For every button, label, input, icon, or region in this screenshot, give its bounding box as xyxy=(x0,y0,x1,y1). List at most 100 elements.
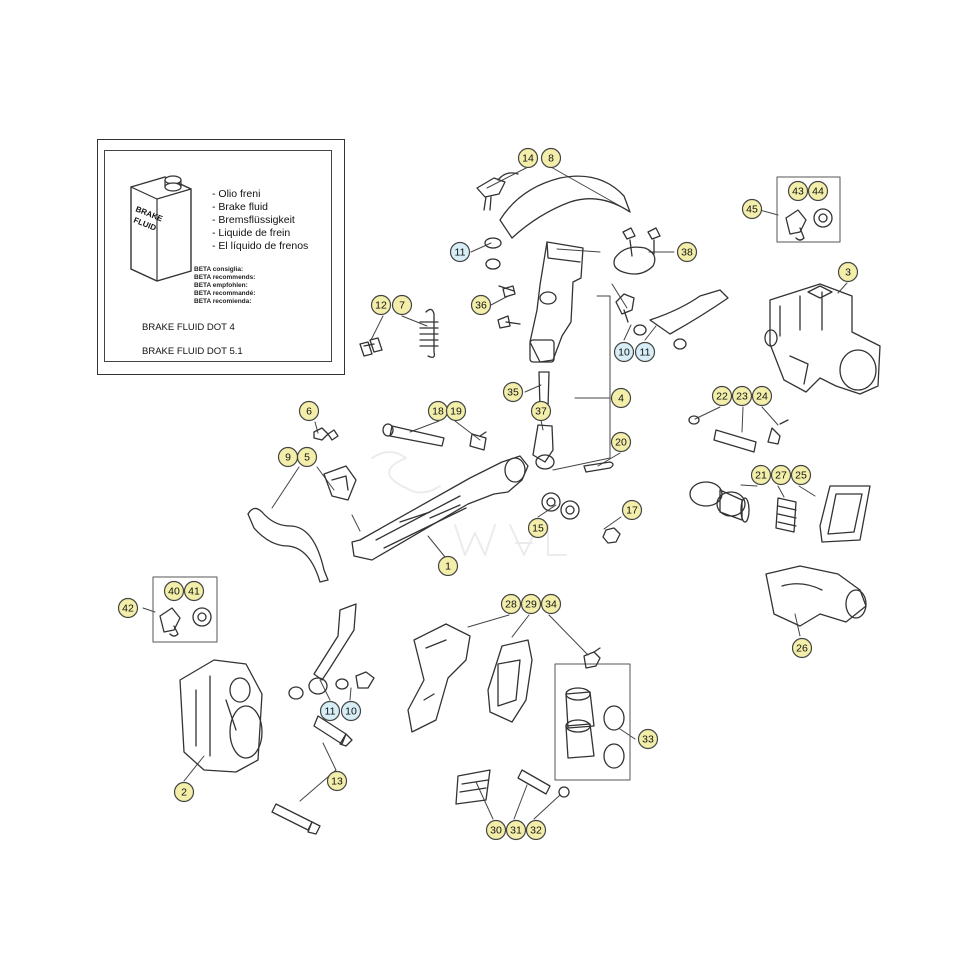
legend-name-en: - Brake fluid xyxy=(212,201,269,213)
callout-number: 42 xyxy=(122,603,134,615)
callout-21: 21 xyxy=(750,464,772,486)
callout-circle xyxy=(505,819,527,841)
callout-circle xyxy=(637,728,659,750)
callout-circle xyxy=(634,341,656,363)
callout-11: 11 xyxy=(634,341,656,363)
callout-37: 37 xyxy=(530,400,552,422)
callout-number: 10 xyxy=(345,706,357,718)
callout-number: 6 xyxy=(306,406,312,418)
callout-number: 12 xyxy=(375,300,387,312)
front-pad-spring xyxy=(407,623,471,733)
callout-number: 19 xyxy=(450,406,462,418)
callout-28: 28 xyxy=(500,593,522,615)
callout-8: 8 xyxy=(540,147,562,169)
legend-name-es: - El líquido de frenos xyxy=(212,240,309,252)
callout-number: 26 xyxy=(796,643,808,655)
spring-clip xyxy=(359,337,383,357)
callout-circle xyxy=(787,180,809,202)
callout-42: 42 xyxy=(117,597,139,619)
callout-number: 41 xyxy=(188,586,200,598)
callout-25: 25 xyxy=(790,464,812,486)
legend-recommend-en: BETA recommends: xyxy=(194,274,256,281)
legend-name-de: - Bremsflüssigkeit xyxy=(212,214,295,226)
callout-3: 3 xyxy=(837,261,859,283)
callout-circle xyxy=(711,385,733,407)
callout-circle xyxy=(527,517,549,539)
callout-circle xyxy=(751,385,773,407)
callout-36: 36 xyxy=(470,294,492,316)
callout-41: 41 xyxy=(183,580,205,602)
callout-13: 13 xyxy=(326,770,348,792)
callout-circle xyxy=(326,770,348,792)
callout-19: 19 xyxy=(445,400,467,422)
callout-23: 23 xyxy=(731,385,753,407)
callout-circle xyxy=(370,294,392,316)
callout-number: 43 xyxy=(792,186,804,198)
legend-recommend-it: BETA consiglia: xyxy=(194,266,244,273)
brake-fluid-can-icon: BRAKE FLUID xyxy=(130,175,192,282)
callout-2: 2 xyxy=(173,781,195,803)
caliper-mounting-bolts xyxy=(271,715,353,835)
callout-6: 6 xyxy=(298,400,320,422)
callout-number: 45 xyxy=(746,204,758,216)
callout-circle xyxy=(391,294,413,316)
callout-34: 34 xyxy=(540,593,562,615)
group-frame-43-44 xyxy=(776,176,841,243)
callout-number: 38 xyxy=(681,247,693,259)
callout-number: 14 xyxy=(522,153,534,165)
callout-44: 44 xyxy=(807,180,829,202)
callout-number: 35 xyxy=(507,387,519,399)
callout-number: 25 xyxy=(795,470,807,482)
callout-number: 37 xyxy=(535,406,547,418)
callout-circle xyxy=(470,294,492,316)
callout-circle xyxy=(340,700,362,722)
callout-10: 10 xyxy=(340,700,362,722)
pedal-stop-bracket xyxy=(323,465,357,501)
callout-circle xyxy=(610,387,632,409)
callout-number: 13 xyxy=(331,776,343,788)
pedal-bushes xyxy=(541,492,580,520)
legend-recommend-fr: BETA recommandé: xyxy=(194,290,256,297)
callout-38: 38 xyxy=(676,241,698,263)
callout-number: 11 xyxy=(640,347,651,359)
callout-circle xyxy=(790,464,812,486)
callout-number: 34 xyxy=(545,599,557,611)
callout-number: 11 xyxy=(325,706,336,718)
callout-circle xyxy=(837,261,859,283)
callout-number: 1 xyxy=(445,561,451,573)
callout-number: 23 xyxy=(736,391,748,403)
callout-circle xyxy=(117,597,139,619)
callout-30: 30 xyxy=(485,819,507,841)
callout-circle xyxy=(530,400,552,422)
callout-circle xyxy=(485,819,507,841)
callout-number: 7 xyxy=(399,300,405,312)
callout-circle xyxy=(298,400,320,422)
pedal-pivot-bush xyxy=(469,431,487,451)
callout-12: 12 xyxy=(370,294,392,316)
callout-35: 35 xyxy=(502,381,524,403)
rear-brake-hose xyxy=(615,289,729,350)
caliper-bracket xyxy=(765,565,867,627)
callout-14: 14 xyxy=(517,147,539,169)
callout-circle xyxy=(437,555,459,577)
callout-number: 2 xyxy=(181,787,187,799)
callout-number: 4 xyxy=(618,393,624,405)
callout-9: 9 xyxy=(277,446,299,468)
callout-11: 11 xyxy=(319,700,341,722)
callout-circle xyxy=(540,593,562,615)
callout-number: 44 xyxy=(812,186,824,198)
callout-circle xyxy=(173,781,195,803)
brake-pads-rear xyxy=(819,485,871,543)
callout-circle xyxy=(449,241,471,263)
pad-spring-rear xyxy=(775,497,797,533)
reservoir-cap xyxy=(613,227,661,275)
callout-number: 11 xyxy=(455,247,466,259)
callout-number: 30 xyxy=(490,825,502,837)
group-frame-40-41 xyxy=(152,576,218,643)
brake-pads-front xyxy=(487,639,533,723)
callout-circle xyxy=(183,580,205,602)
callout-5: 5 xyxy=(296,446,318,468)
pedal-pivot-bolt xyxy=(382,423,445,447)
